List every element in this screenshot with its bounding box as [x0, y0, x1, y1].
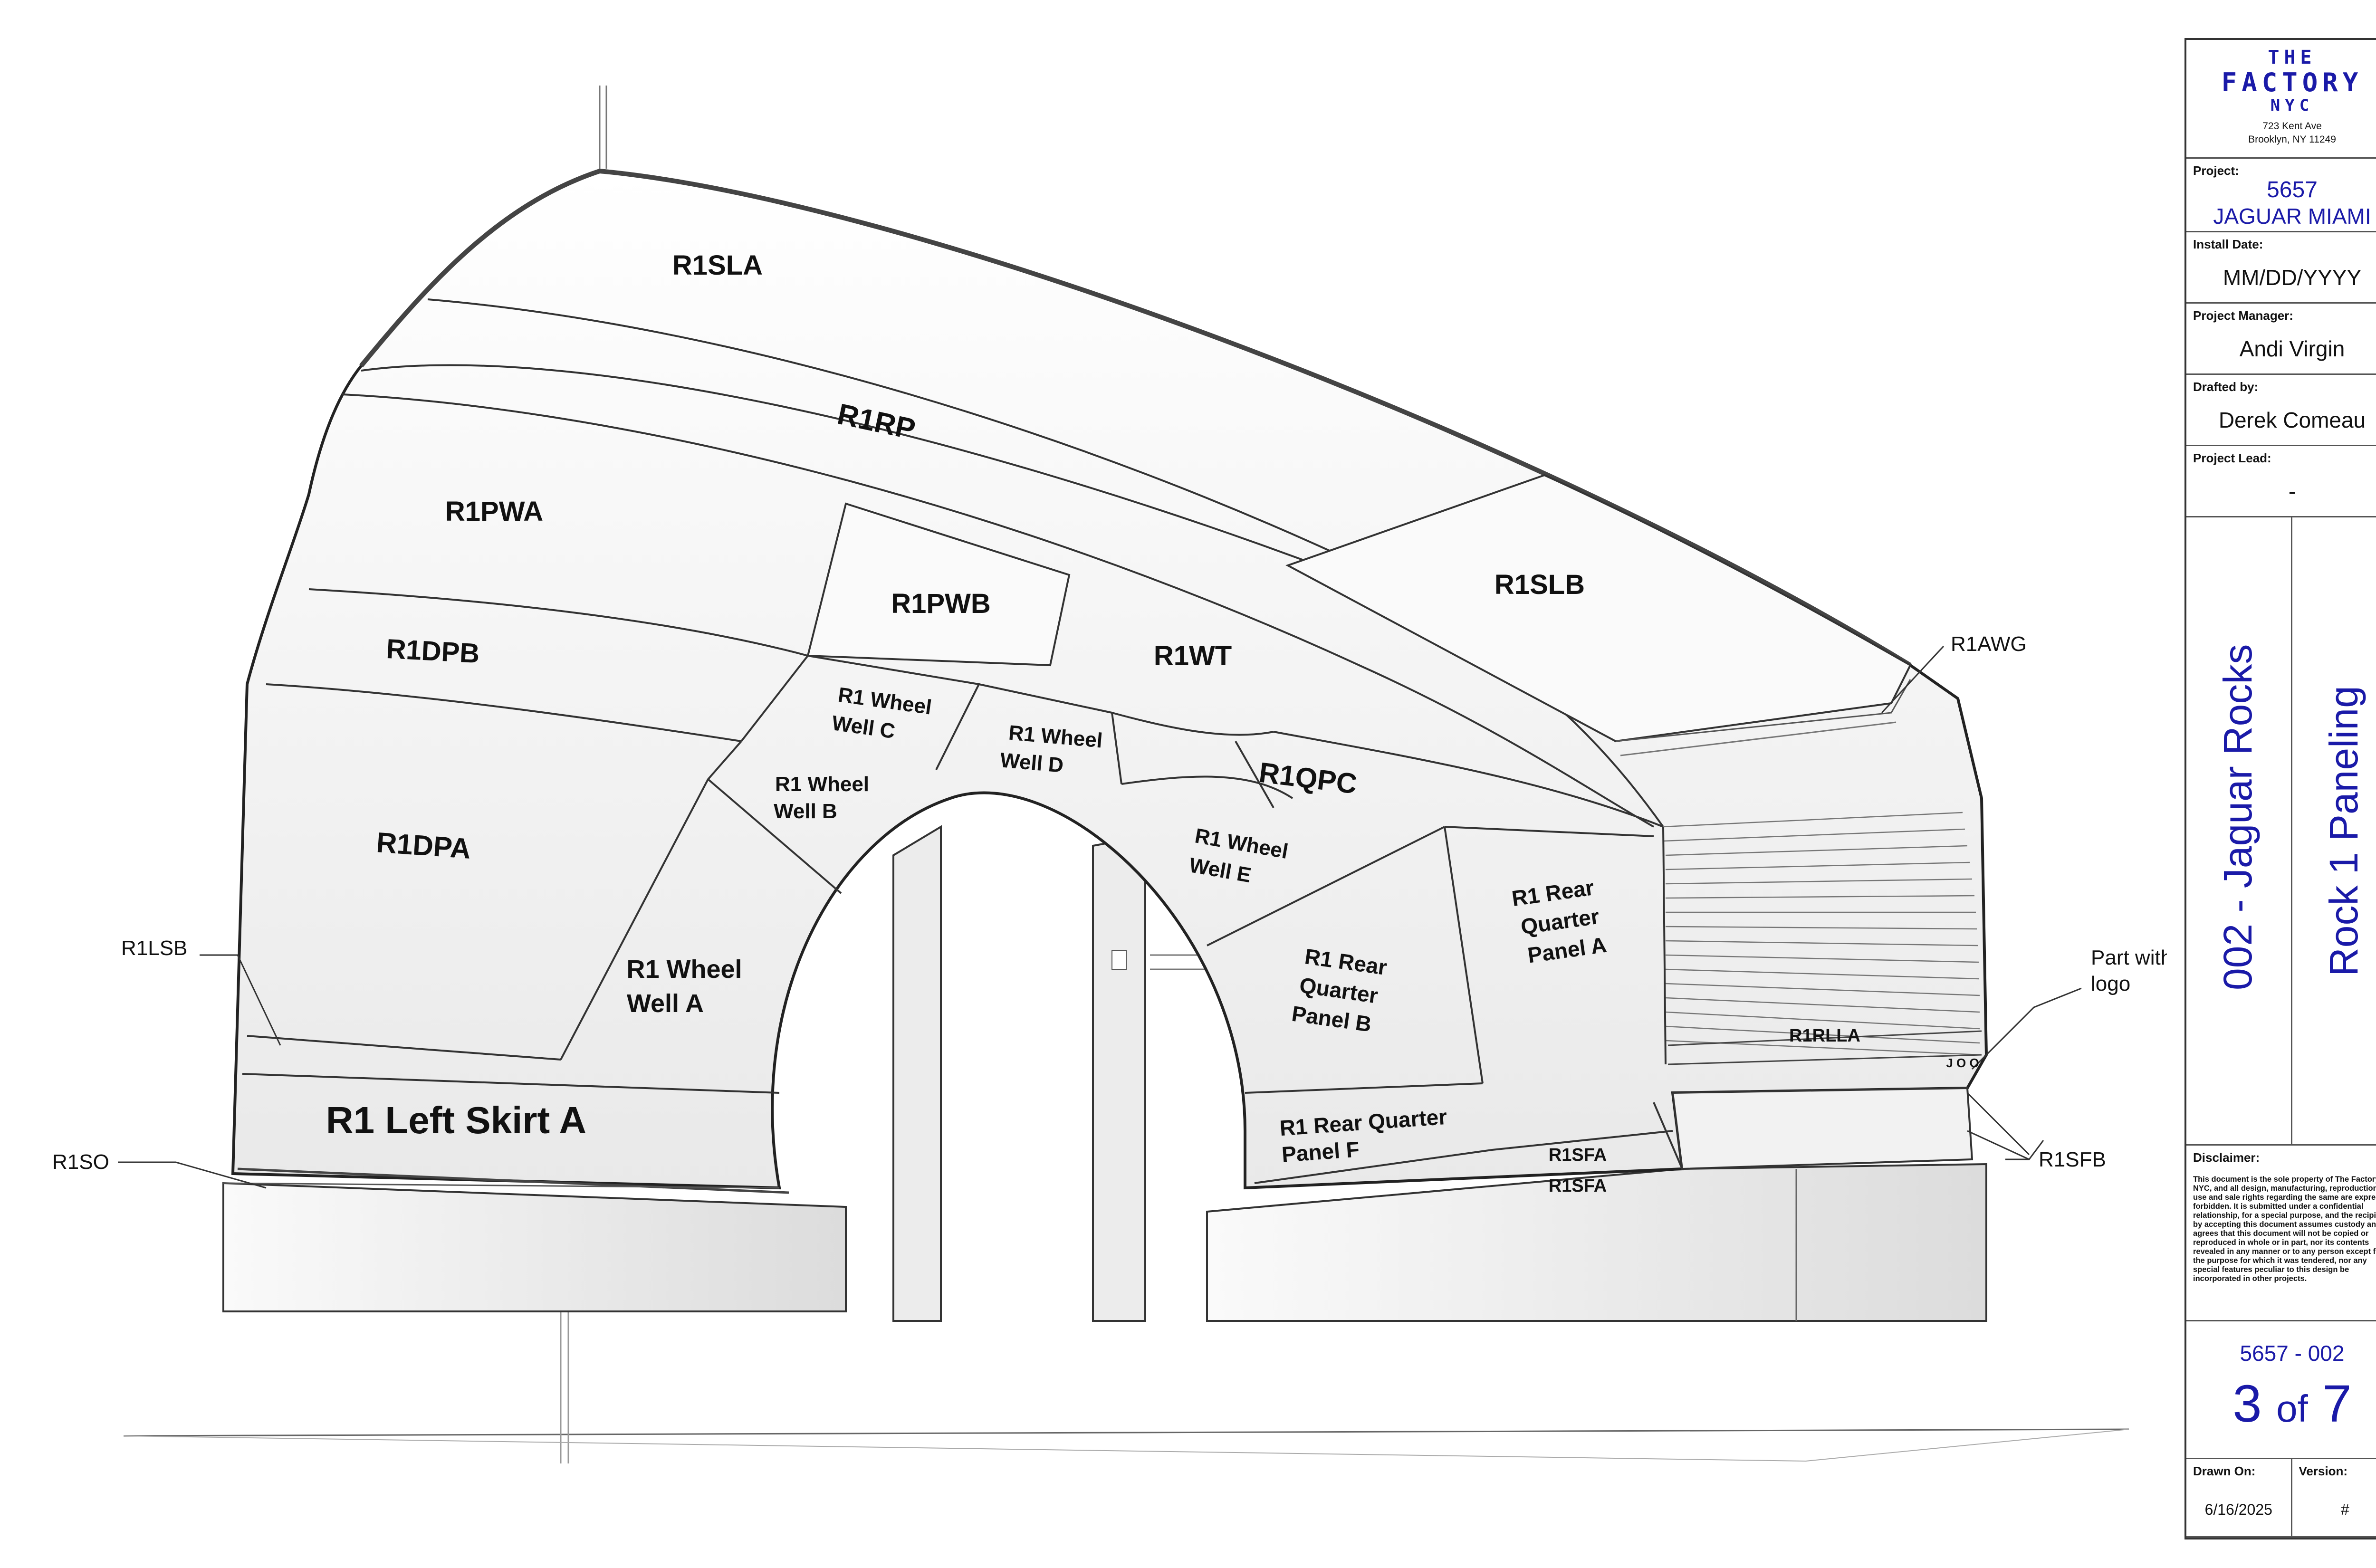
address-line1: 723 Kent Ave [2262, 121, 2322, 132]
callout-labels: R1AWG R1LSB Part with logo R1SO R1SFB [52, 632, 2167, 1174]
drawing-number-cell: 5657 - 002 3 of 7 [2186, 1321, 2376, 1459]
project-lead-value: - [2288, 479, 2296, 504]
disclaimer-cell: Disclaimer: This document is the sole pr… [2186, 1146, 2376, 1321]
project-manager-label: Project Manager: [2193, 308, 2293, 323]
label-r1slb: R1SLB [1495, 569, 1585, 600]
label-r1pwa: R1PWA [445, 496, 543, 527]
leaders [118, 645, 2082, 1189]
label-r1dpb: R1DPB [385, 633, 480, 669]
sheet-of: of [2276, 1387, 2308, 1430]
sheet-count: 3 of 7 [2186, 1374, 2376, 1434]
callout-r1so: R1SO [52, 1150, 109, 1174]
label-rqf-line2: Panel F [1281, 1137, 1360, 1166]
project-label: Project: [2193, 163, 2239, 178]
label-well-b-line2: Well B [774, 800, 837, 823]
label-r1sfa-lower: R1SFA [1549, 1176, 1607, 1196]
address-line2: Brooklyn, NY 11249 [2248, 134, 2336, 145]
project-manager-value: Andi Virgin [2239, 336, 2345, 361]
label-r1pwb: R1PWB [891, 588, 990, 619]
project-lead-label: Project Lead: [2193, 451, 2271, 465]
drafted-by-value: Derek Comeau [2218, 408, 2366, 432]
sheet-title: Rock 1 Paneling [2321, 686, 2366, 976]
project-name: JAGUAR MIAMI [2213, 204, 2371, 229]
drawn-on-label: Drawn On: [2193, 1464, 2256, 1478]
label-r1sla: R1SLA [672, 250, 763, 281]
drawn-on-cell: Drawn On: 6/16/2025 [2186, 1459, 2292, 1538]
drawn-on-value: 6/16/2025 [2204, 1501, 2272, 1518]
callout-part-logo-line2: logo [2091, 972, 2130, 995]
callout-r1lsb: R1LSB [121, 937, 187, 960]
label-logo-mark: J O O [1946, 1056, 1979, 1070]
project-lead-cell: Project Lead: - [2186, 446, 2376, 517]
logo-the: THE [2268, 47, 2317, 68]
project-manager-cell: Project Manager: Andi Virgin [2186, 304, 2376, 375]
base-right [1206, 1163, 1987, 1322]
drafted-by-label: Drafted by: [2193, 380, 2259, 394]
label-left-skirt: R1 Left Skirt A [326, 1099, 586, 1141]
sheet-total: 7 [2322, 1375, 2352, 1433]
sheet-current: 3 [2232, 1375, 2262, 1433]
sheet-title-cell: 002 - Jaguar Rocks Rock 1 Paneling [2186, 517, 2376, 1146]
label-well-d-line2: Well D [999, 748, 1064, 777]
label-well-a-line1: R1 Wheel [626, 955, 742, 984]
louver-grille [1663, 812, 1980, 1056]
disclaimer-text: This document is the sole property of Th… [2193, 1175, 2376, 1283]
logo-nyc: NYC [2270, 96, 2314, 115]
label-r1sfa-upper: R1SFA [1549, 1145, 1607, 1165]
logo-factory: FACTORY [2221, 67, 2363, 97]
title-block: THE FACTORY NYC 723 Kent Ave Brooklyn, N… [2184, 38, 2376, 1539]
install-date-value: MM/DD/YYYY [2223, 265, 2362, 290]
label-r1dpa: R1DPA [375, 826, 472, 865]
version-label: Version: [2299, 1464, 2348, 1478]
disclaimer-label: Disclaimer: [2193, 1150, 2260, 1165]
label-r1rlla: R1RLLA [1789, 1026, 1860, 1046]
drawing-number: 5657 - 002 [2240, 1341, 2345, 1366]
section-title: 002 - Jaguar Rocks [2215, 644, 2260, 990]
label-r1wt: R1WT [1154, 641, 1232, 671]
version-cell: Version: # [2292, 1459, 2376, 1538]
label-well-b-line1: R1 Wheel [775, 773, 869, 796]
logo-cell: THE FACTORY NYC 723 Kent Ave Brooklyn, N… [2186, 40, 2376, 159]
install-date-cell: Install Date: MM/DD/YYYY [2186, 232, 2376, 304]
callout-part-logo-line1: Part with [2091, 946, 2167, 969]
base-left [222, 1182, 847, 1312]
version-value: # [2340, 1501, 2349, 1518]
callout-r1awg: R1AWG [1951, 632, 2027, 656]
callout-r1sfb: R1SFB [2039, 1148, 2106, 1171]
install-date-label: Install Date: [2193, 237, 2263, 251]
project-number: 5657 [2267, 177, 2318, 202]
drafted-by-cell: Drafted by: Derek Comeau [2186, 375, 2376, 446]
label-well-a-line2: Well A [627, 989, 704, 1018]
rock-paneling-drawing: R1SLA R1RP R1PWA R1PWB R1SLB R1DPB R1WT … [52, 86, 2167, 1463]
project-cell: Project: 5657 JAGUAR MIAMI [2186, 159, 2376, 232]
geometry [123, 86, 2129, 1463]
